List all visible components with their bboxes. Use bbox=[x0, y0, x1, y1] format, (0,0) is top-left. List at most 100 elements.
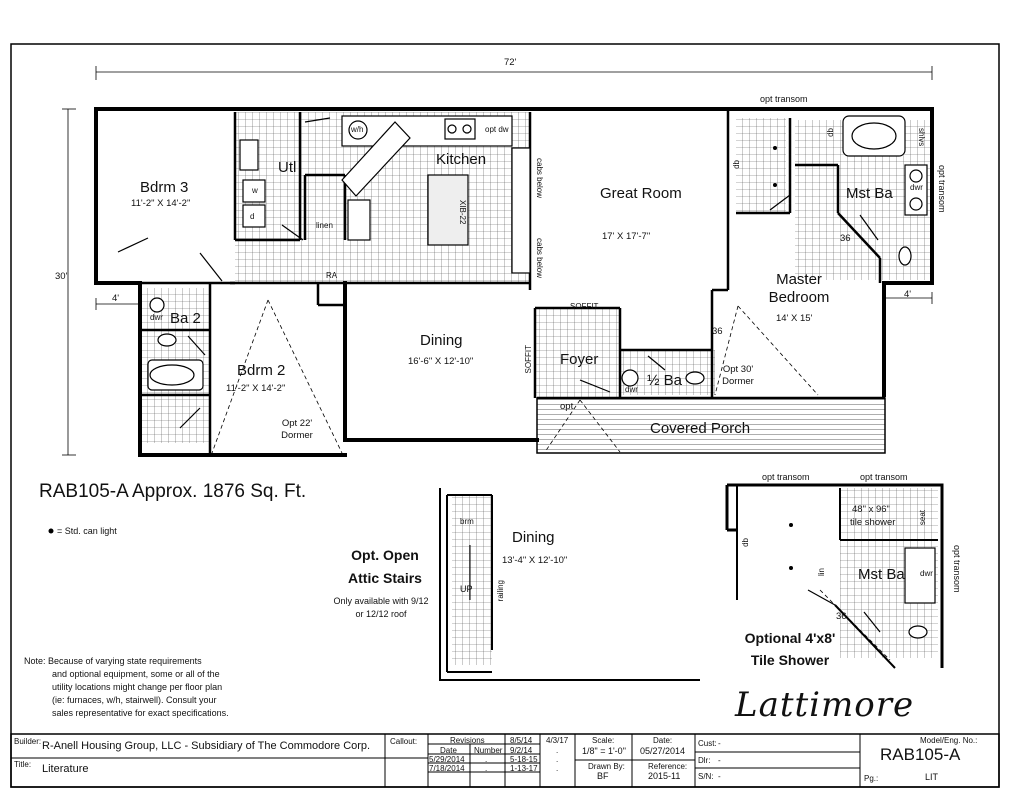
title-block-grid bbox=[10, 733, 1000, 788]
stairs-dining-label: Dining bbox=[512, 529, 555, 546]
note-line-1: Note: Because of varying state requireme… bbox=[24, 656, 202, 666]
foyer-label: Foyer bbox=[560, 351, 599, 368]
water-heater-label: w/h bbox=[351, 125, 364, 134]
shower-linen-label: lin bbox=[817, 568, 826, 577]
cabs-below-upper: cabs below bbox=[535, 158, 544, 199]
revisions-header: Revisions bbox=[450, 736, 485, 745]
model-number-value: RAB105-A bbox=[880, 745, 961, 764]
drawn-label: Drawn By: bbox=[588, 762, 625, 771]
stairs-detail bbox=[439, 488, 700, 681]
overall-depth-dim: 30' bbox=[55, 271, 68, 282]
reference-label: Reference: bbox=[648, 762, 688, 771]
rev-dot-1: . bbox=[485, 755, 488, 764]
island-label: XIB-22 bbox=[458, 200, 467, 225]
bdrm3-size: 11'-2" X 14'-2" bbox=[131, 198, 191, 209]
rev-date-6: 7/18/2014 bbox=[429, 764, 465, 773]
dlr-label: Dlr: bbox=[698, 756, 711, 765]
opt22-dormer-label: Opt 22' Dormer bbox=[281, 418, 313, 442]
cust-value: - bbox=[718, 739, 721, 748]
sn-value: - bbox=[718, 772, 721, 781]
shower-title-1: Optional 4'x8' bbox=[744, 630, 836, 646]
washer-label: w bbox=[252, 186, 258, 195]
mst-ba-label: Mst Ba bbox=[846, 185, 893, 202]
covered-porch-label: Covered Porch bbox=[650, 420, 751, 437]
ba2-label: Ba 2 bbox=[170, 310, 201, 327]
drawn-value: BF bbox=[597, 771, 609, 781]
model-number-label: Model/Eng. No.: bbox=[920, 736, 978, 745]
great-room-label: Great Room bbox=[600, 185, 682, 202]
great-room-size: 17' X 17'-7" bbox=[602, 231, 651, 242]
kitchen-label: Kitchen bbox=[436, 151, 487, 168]
builder-label: Builder: bbox=[14, 737, 42, 746]
stairs-up-label: UP bbox=[460, 584, 473, 594]
bdrm2-label: Bdrm 2 bbox=[237, 362, 286, 379]
master-bedroom-size: 14' X 15' bbox=[776, 313, 813, 324]
stairs-title-1: Opt. Open bbox=[351, 547, 419, 563]
rev-dot-5: . bbox=[556, 764, 559, 773]
linen-label: linen bbox=[316, 221, 333, 230]
model-heading: RAB105-A Approx. 1876 Sq. Ft. bbox=[39, 481, 307, 502]
overall-width-dim: 72' bbox=[504, 57, 517, 68]
stairs-title-2: Attic Stairs bbox=[348, 570, 422, 586]
can-light-legend: = Std. can light bbox=[57, 526, 117, 536]
shower-size-2: tile shower bbox=[850, 517, 896, 528]
stairs-note-1: Only available with 9/12 bbox=[333, 596, 429, 606]
door-36-foyer: 36 bbox=[712, 326, 723, 337]
note-line-4: (ie: furnaces, w/h, stairwell). Consult … bbox=[52, 695, 217, 705]
can-light-markers bbox=[773, 146, 793, 570]
broom-label: brm bbox=[460, 517, 474, 526]
rev-dot-3: . bbox=[556, 746, 559, 755]
rev-date-4: 5/29/2014 bbox=[429, 755, 465, 764]
stairs-dining-size: 13'-4" X 12'-10" bbox=[502, 555, 568, 566]
bath-fixtures bbox=[147, 115, 936, 639]
dwr-mst-label: dwr bbox=[910, 183, 923, 192]
note-line-5: sales representative for exact specifica… bbox=[52, 708, 229, 718]
shower-mst-ba-label: Mst Ba bbox=[858, 566, 905, 583]
dwr-ba2-label: dwr bbox=[150, 313, 163, 322]
dining-size: 16'-6" X 12'-10" bbox=[408, 356, 474, 367]
sn-label: S/N: bbox=[698, 772, 714, 781]
door-swings bbox=[117, 117, 881, 633]
bdrm2-size: 11'-2" X 14'-2" bbox=[226, 383, 286, 394]
porch-deck bbox=[536, 397, 886, 454]
utl-label: Utl bbox=[278, 159, 297, 176]
opt-dw-label: opt dw bbox=[485, 125, 509, 134]
rev-date-1: 8/5/14 bbox=[510, 736, 533, 745]
page-label: Pg.: bbox=[864, 774, 879, 783]
rev-date-header: Date bbox=[440, 746, 457, 755]
cust-label: Cust: bbox=[698, 739, 717, 748]
railing-label: railing bbox=[496, 580, 505, 602]
rev-date-3: 9/2/14 bbox=[510, 746, 533, 755]
shower-dwr-label: dwr bbox=[920, 569, 933, 578]
shower-transom-side: opt transom bbox=[952, 545, 962, 593]
opt30-dormer-label: Opt 30' Dormer bbox=[722, 364, 754, 388]
stairs-note-2: or 12/12 roof bbox=[355, 609, 407, 619]
page-value: LIT bbox=[925, 772, 939, 782]
title-label: Title: bbox=[14, 760, 32, 769]
ra-label: RA bbox=[326, 271, 338, 280]
reference-value: 2015-11 bbox=[648, 771, 681, 781]
note-line-2: and optional equipment, some or all of t… bbox=[52, 669, 220, 679]
dlr-value: - bbox=[718, 756, 721, 765]
note-line-3: utility locations might change per floor… bbox=[52, 682, 223, 692]
dwr-half-label: dwr bbox=[625, 385, 638, 394]
db-label-main: db bbox=[732, 160, 741, 169]
shower-transom-2: opt transom bbox=[860, 472, 908, 482]
left-offset-dim: 4' bbox=[112, 293, 120, 304]
shelves-label: shlvs bbox=[917, 128, 926, 147]
rev-date-5: 5-18-15 bbox=[510, 755, 538, 764]
scale-label: Scale: bbox=[592, 736, 615, 745]
rev-date-2: 4/3/17 bbox=[546, 736, 569, 745]
rev-dot-4: . bbox=[556, 755, 559, 764]
door-36-master: 36 bbox=[840, 233, 851, 244]
shower-db-label: db bbox=[741, 538, 750, 547]
dining-label: Dining bbox=[420, 332, 463, 349]
can-light-icon bbox=[48, 528, 54, 534]
shower-size-1: 48" x 96" bbox=[852, 504, 890, 515]
soffit-label-top: SOFFIT bbox=[570, 302, 599, 311]
rev-number-header: Number bbox=[474, 746, 503, 755]
shower-door-36: 36 bbox=[836, 611, 847, 622]
master-bedroom-label: Master Bedroom bbox=[768, 271, 830, 306]
